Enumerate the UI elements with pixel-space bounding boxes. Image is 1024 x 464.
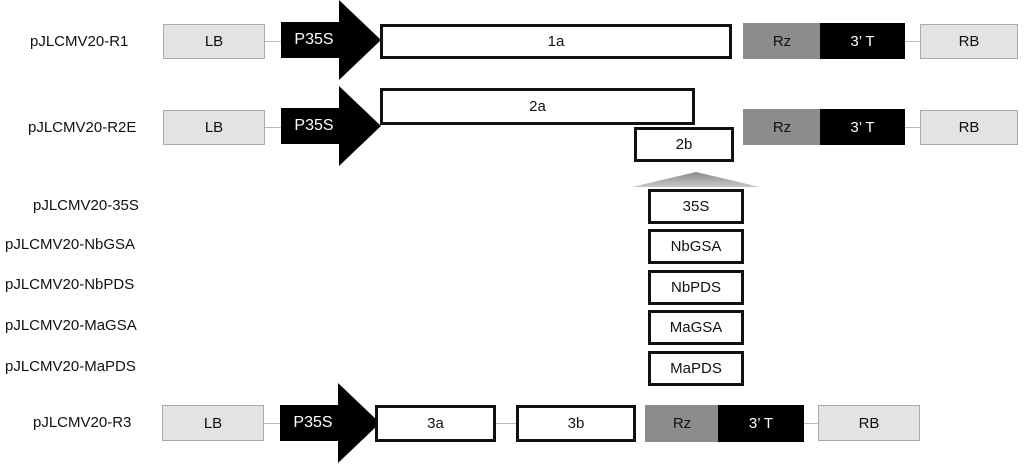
- gene-3b: 3b: [516, 405, 636, 442]
- rb-element: RB: [920, 24, 1018, 59]
- label-pjlcmv20-r1: pJLCMV20-R1: [30, 33, 129, 50]
- label-pjlcmv20-mapds: pJLCMV20-MaPDS: [5, 358, 136, 375]
- backbone-line: [803, 423, 819, 424]
- p35s-label: P35S: [294, 31, 334, 48]
- p35s-promoter: P35S: [281, 0, 381, 80]
- terminator-3t: 3’ T: [820, 23, 905, 59]
- terminator-3t: 3’ T: [820, 109, 905, 145]
- backbone-line: [264, 41, 284, 42]
- insert-mapds: MaPDS: [648, 351, 744, 386]
- p35s-promoter: P35S: [281, 86, 381, 166]
- ribozyme-rz: Rz: [645, 405, 719, 442]
- promoter-arrow-shape: [281, 86, 381, 166]
- terminator-3t: 3’ T: [718, 405, 804, 442]
- promoter-arrow-shape: [281, 0, 381, 80]
- p35s-promoter: P35S: [280, 383, 380, 463]
- rb-element: RB: [818, 405, 920, 441]
- insert-35s: 35S: [648, 189, 744, 224]
- promoter-arrow-shape: [280, 383, 380, 463]
- lb-element: LB: [163, 110, 265, 145]
- lb-element: LB: [162, 405, 264, 441]
- label-pjlcmv20-r2e: pJLCMV20-R2E: [28, 119, 137, 136]
- p35s-label: P35S: [294, 117, 334, 134]
- label-pjlcmv20-35s: pJLCMV20-35S: [33, 197, 139, 214]
- backbone-line: [905, 41, 921, 42]
- gene-3a: 3a: [375, 405, 496, 442]
- backbone-line: [263, 423, 283, 424]
- insert-nbpds: NbPDS: [648, 270, 744, 305]
- insert-magsa: MaGSA: [648, 310, 744, 345]
- label-pjlcmv20-r3: pJLCMV20-R3: [33, 414, 132, 431]
- gene-1a: 1a: [380, 24, 732, 59]
- label-pjlcmv20-magsa: pJLCMV20-MaGSA: [5, 317, 137, 334]
- gene-2a: 2a: [380, 88, 695, 125]
- backbone-line: [495, 423, 517, 424]
- insert-nbgsa: NbGSA: [648, 229, 744, 264]
- label-pjlcmv20-nbpds: pJLCMV20-NbPDS: [5, 276, 135, 293]
- rb-element: RB: [920, 110, 1018, 145]
- p35s-label: P35S: [293, 414, 333, 431]
- backbone-line: [264, 127, 284, 128]
- lb-element: LB: [163, 24, 265, 59]
- ribozyme-rz: Rz: [743, 23, 821, 59]
- gene-2b: 2b: [634, 127, 734, 162]
- ribozyme-rz: Rz: [743, 109, 821, 145]
- label-pjlcmv20-nbgsa: pJLCMV20-NbGSA: [5, 236, 136, 253]
- backbone-line: [905, 127, 921, 128]
